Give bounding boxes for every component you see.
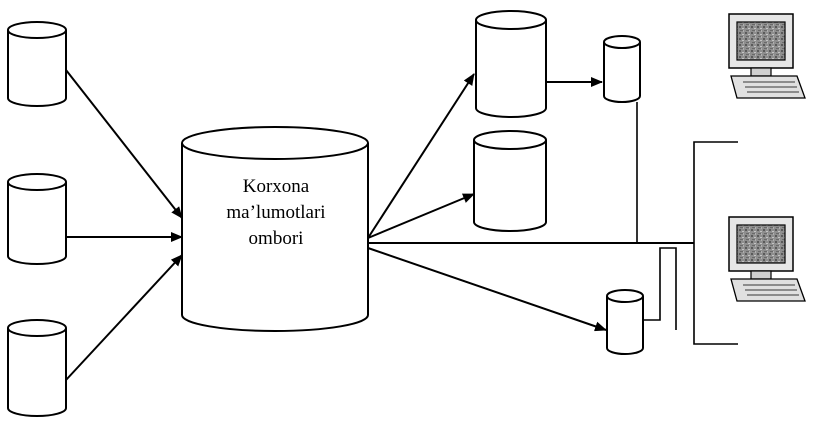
data-mart-1	[475, 10, 547, 118]
central-warehouse	[181, 126, 369, 332]
local-store-2-connector	[643, 247, 677, 330]
data-mart-2	[473, 130, 547, 232]
local-store-2	[606, 289, 644, 355]
computer-icon	[728, 13, 806, 99]
arrow-source1-to-warehouse	[65, 69, 183, 219]
local-store-1	[603, 35, 641, 103]
computer-icon	[728, 216, 806, 302]
warehouse-label-line-1: Korxona	[243, 176, 310, 197]
source-database-1	[7, 21, 67, 107]
arrow-warehouse-to-mart-1	[367, 73, 475, 239]
arrow-warehouse-to-local-2	[367, 247, 607, 332]
warehouse-label-line-2: ma’lumotlari	[226, 202, 325, 223]
source-database-3	[7, 319, 67, 417]
network-bracket	[693, 141, 738, 345]
source-database-2	[7, 173, 67, 265]
warehouse-label-line-3: ombori	[249, 228, 304, 249]
arrow-source3-to-warehouse	[65, 254, 183, 381]
arrow-warehouse-to-mart-2	[367, 193, 475, 239]
